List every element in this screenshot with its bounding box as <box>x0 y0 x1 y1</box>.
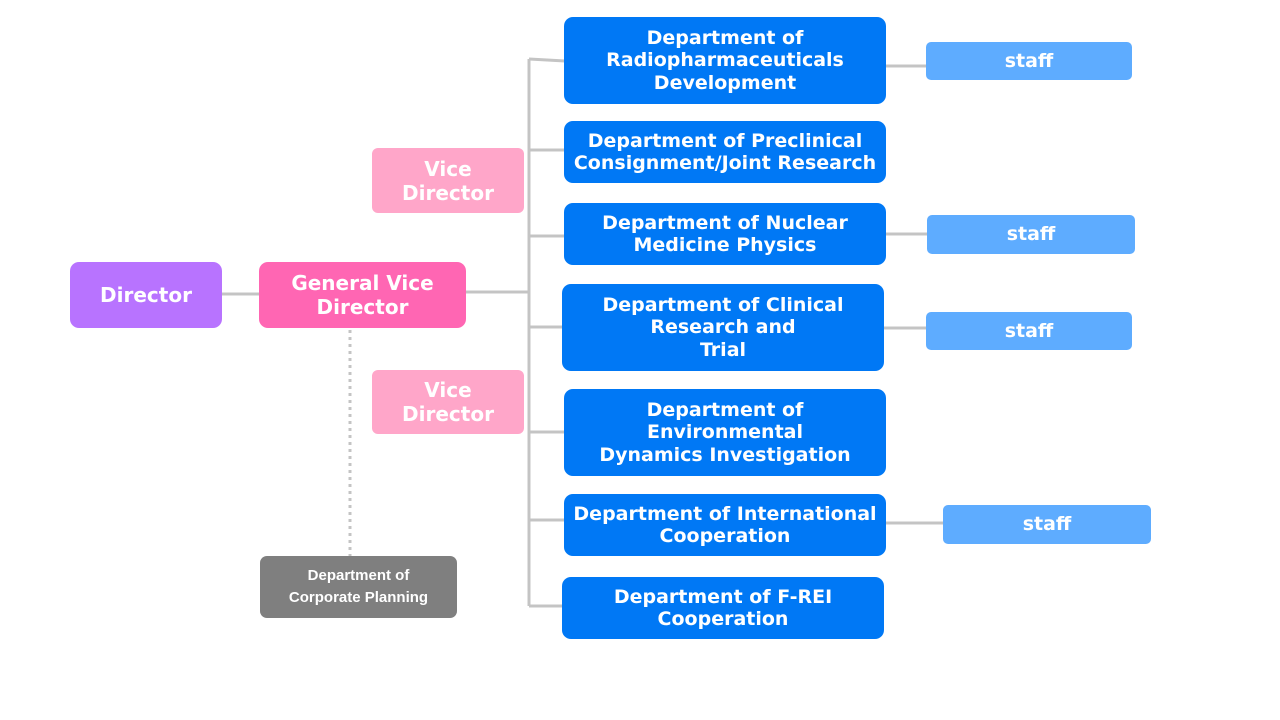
department-radiopharmaceuticals-box: Department of Radiopharmaceuticals Devel… <box>564 17 886 104</box>
director-box: Director <box>70 262 222 328</box>
department-nuclear-medicine-box: Department of Nuclear Medicine Physics <box>564 203 886 265</box>
staff-box-3: staff <box>926 312 1132 350</box>
vice-director-box-2: Vice Director <box>372 370 524 434</box>
staff-box-1: staff <box>926 42 1132 80</box>
corporate-planning-box: Department of Corporate Planning <box>260 556 457 618</box>
department-frei-box: Department of F-REI Cooperation <box>562 577 884 639</box>
general-vice-director-box: General Vice Director <box>259 262 466 328</box>
staff-box-4: staff <box>943 505 1151 544</box>
department-environmental-box: Department of Environmental Dynamics Inv… <box>564 389 886 476</box>
vice-director-box-1: Vice Director <box>372 148 524 213</box>
department-clinical-research-box: Department of Clinical Research and Tria… <box>562 284 884 371</box>
department-preclinical-box: Department of Preclinical Consignment/Jo… <box>564 121 886 183</box>
branch-line-1 <box>528 57 566 63</box>
staff-box-2: staff <box>927 215 1135 254</box>
department-international-box: Department of International Cooperation <box>564 494 886 556</box>
